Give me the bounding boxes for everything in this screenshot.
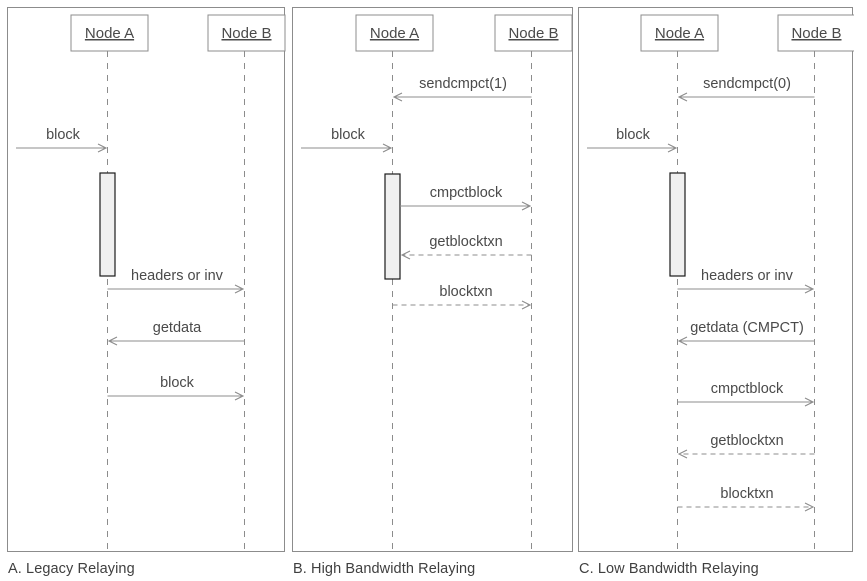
panel-b: Node A Node B sendcmpct(1) block cmpctbl…	[292, 7, 573, 553]
message-label-getdata: getdata	[153, 320, 202, 336]
actor-label-node-b: Node B	[508, 25, 558, 42]
message-label-block-in: block	[616, 127, 651, 143]
panel-b-caption: B. High Bandwidth Relaying	[293, 561, 476, 577]
message-label-getdata-cmpct: getdata (CMPCT)	[690, 320, 804, 336]
panel-c-canvas: Node A Node B sendcmpct(0) block headers…	[587, 14, 854, 553]
activation-bar-node-a	[384, 173, 401, 280]
message-label-blocktxn: blocktxn	[439, 284, 492, 300]
panel-c-caption: C. Low Bandwidth Relaying	[579, 561, 759, 577]
message-label-sendcmpct: sendcmpct(1)	[419, 76, 507, 92]
message-label-blocktxn: blocktxn	[720, 486, 773, 502]
actor-label-node-b: Node B	[221, 25, 271, 42]
panel-b-canvas: Node A Node B sendcmpct(1) block cmpctbl…	[301, 14, 573, 553]
actor-box-node-a	[70, 14, 149, 52]
actor-box-node-a	[640, 14, 719, 52]
message-label-cmpctblock: cmpctblock	[430, 185, 503, 201]
message-label-block-out: block	[160, 375, 195, 391]
message-label-sendcmpct: sendcmpct(0)	[703, 76, 791, 92]
activation-bar-node-a	[669, 172, 686, 277]
actor-box-node-b	[207, 14, 286, 52]
panel-a-caption: A. Legacy Relaying	[8, 561, 135, 577]
message-label-getblocktxn: getblocktxn	[429, 234, 502, 250]
actor-label-node-b: Node B	[791, 25, 841, 42]
actor-box-node-a	[355, 14, 434, 52]
message-label-block-in: block	[331, 127, 366, 143]
actor-box-node-b	[494, 14, 573, 52]
message-label-headers-or-inv: headers or inv	[131, 268, 224, 284]
message-label-headers-or-inv: headers or inv	[701, 268, 794, 284]
actor-box-node-b	[777, 14, 854, 52]
actor-label-node-a: Node A	[370, 25, 419, 42]
panel-a-canvas: Node A Node B block headers or inv getda…	[16, 14, 286, 553]
activation-bar-node-a	[99, 172, 116, 277]
message-label-block-in: block	[46, 127, 81, 143]
panel-a: Node A Node B block headers or inv getda…	[7, 7, 286, 553]
panel-c: Node A Node B sendcmpct(0) block headers…	[578, 7, 854, 553]
actor-label-node-a: Node A	[655, 25, 704, 42]
actor-label-node-a: Node A	[85, 25, 134, 42]
message-label-getblocktxn: getblocktxn	[710, 433, 783, 449]
message-label-cmpctblock: cmpctblock	[711, 381, 784, 397]
